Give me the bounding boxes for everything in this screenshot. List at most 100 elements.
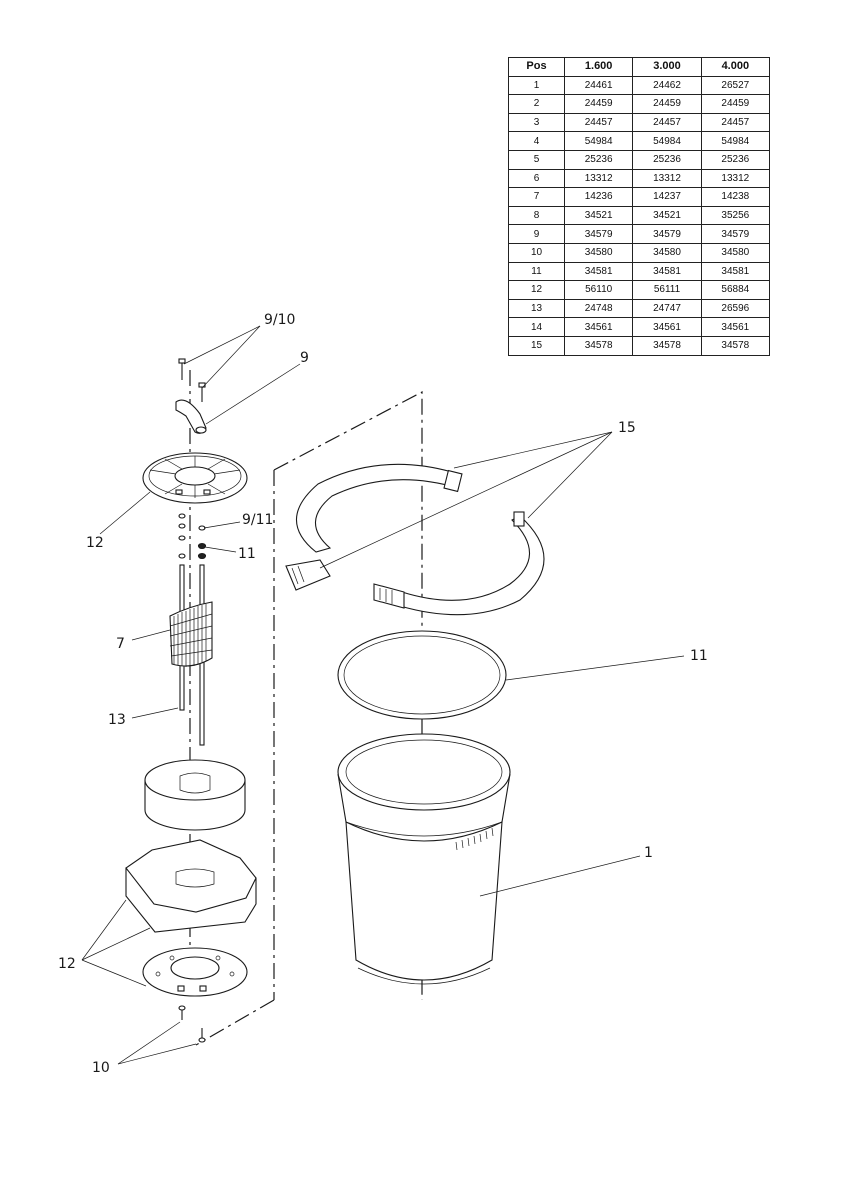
top-plate-12 xyxy=(142,452,248,504)
pos-cell: 2 xyxy=(508,94,565,114)
part-number-cell: 35256 xyxy=(700,205,771,226)
part-number-cell: 34561 xyxy=(700,317,771,337)
pos-cell: 1 xyxy=(508,75,565,96)
pos-cell: 6 xyxy=(508,168,565,189)
pos-cell: 8 xyxy=(508,205,565,226)
handle-part-9 xyxy=(175,399,207,434)
part-number-cell: 34578 xyxy=(700,335,771,356)
large-oring-11 xyxy=(337,630,507,720)
part-number-cell: 25236 xyxy=(563,149,634,170)
callout-9-11: 9/11 xyxy=(242,512,273,528)
part-number-cell: 34579 xyxy=(700,224,771,244)
pos-cell: 4 xyxy=(508,131,565,151)
filter-disc xyxy=(144,759,246,831)
pos-cell: 11 xyxy=(508,261,565,282)
table-header-row: Pos 1.600 3.000 4.000 xyxy=(508,57,771,77)
callout-9-10: 9/10 xyxy=(264,312,295,328)
part-number-cell: 24457 xyxy=(563,112,634,133)
part-number-cell: 25236 xyxy=(700,149,771,170)
part-number-cell: 34561 xyxy=(632,317,702,337)
part-number-cell: 54984 xyxy=(700,131,771,151)
clamp-ring-upper-15 xyxy=(285,463,463,591)
part-number-cell: 34579 xyxy=(632,224,702,244)
header-model-1600: 1.600 xyxy=(563,57,634,77)
part-number-cell: 24457 xyxy=(700,112,771,133)
part-number-cell: 34521 xyxy=(563,205,634,226)
part-number-cell: 24459 xyxy=(700,94,771,114)
screw-10 xyxy=(178,1005,206,1043)
part-number-cell: 24459 xyxy=(563,94,634,114)
part-number-cell: 24462 xyxy=(632,75,702,96)
part-number-cell: 24459 xyxy=(632,94,702,114)
pos-cell: 5 xyxy=(508,149,565,170)
part-number-cell: 56110 xyxy=(563,280,634,300)
part-number-cell: 56884 xyxy=(700,280,771,300)
callout-12-base: 12 xyxy=(58,956,76,972)
part-number-cell: 24747 xyxy=(632,298,702,319)
container-1 xyxy=(337,733,511,985)
part-number-cell: 34581 xyxy=(700,261,771,282)
callout-13: 13 xyxy=(108,712,126,728)
callout-9: 9 xyxy=(300,350,309,366)
pos-cell: 10 xyxy=(508,242,565,263)
part-number-cell: 34580 xyxy=(632,242,702,263)
callout-11-left: 11 xyxy=(238,546,256,562)
part-number-cell: 24748 xyxy=(563,298,634,319)
part-number-cell: 13312 xyxy=(563,168,634,189)
pos-cell: 12 xyxy=(508,280,565,300)
part-number-cell: 34521 xyxy=(632,205,702,226)
callout-7: 7 xyxy=(116,636,125,652)
header-model-3000: 3.000 xyxy=(632,57,702,77)
basket-7 xyxy=(169,601,213,667)
part-number-cell: 54984 xyxy=(563,131,634,151)
octagonal-base-block xyxy=(125,839,257,933)
header-model-4000: 4.000 xyxy=(700,57,771,77)
pos-cell: 15 xyxy=(508,335,565,356)
callout-15: 15 xyxy=(618,420,636,436)
header-pos: Pos xyxy=(508,57,565,77)
callout-11-right: 11 xyxy=(690,648,708,664)
pos-cell: 9 xyxy=(508,224,565,244)
part-number-cell: 24457 xyxy=(632,112,702,133)
pos-cell: 3 xyxy=(508,112,565,133)
callout-1: 1 xyxy=(644,845,653,861)
screw-9-10 xyxy=(178,358,206,402)
part-number-cell: 24461 xyxy=(563,75,634,96)
bottom-flange xyxy=(142,947,248,997)
pos-cell: 7 xyxy=(508,187,565,207)
part-number-cell: 25236 xyxy=(632,149,702,170)
pos-cell: 14 xyxy=(508,317,565,337)
part-number-cell: 34578 xyxy=(563,335,634,356)
part-number-cell: 34581 xyxy=(563,261,634,282)
part-number-cell: 34561 xyxy=(563,317,634,337)
part-number-cell: 13312 xyxy=(700,168,771,189)
pos-cell: 13 xyxy=(508,298,565,319)
part-number-cell: 14238 xyxy=(700,187,771,207)
part-number-cell: 14236 xyxy=(563,187,634,207)
small-fittings-9-11 xyxy=(178,513,207,560)
part-number-cell: 26596 xyxy=(700,298,771,319)
leader-lines xyxy=(81,325,685,1065)
part-number-cell: 14237 xyxy=(632,187,702,207)
part-number-cell: 34580 xyxy=(700,242,771,263)
part-number-cell: 34578 xyxy=(632,335,702,356)
callout-10: 10 xyxy=(92,1060,110,1076)
part-number-cell: 13312 xyxy=(632,168,702,189)
part-number-cell: 34579 xyxy=(563,224,634,244)
